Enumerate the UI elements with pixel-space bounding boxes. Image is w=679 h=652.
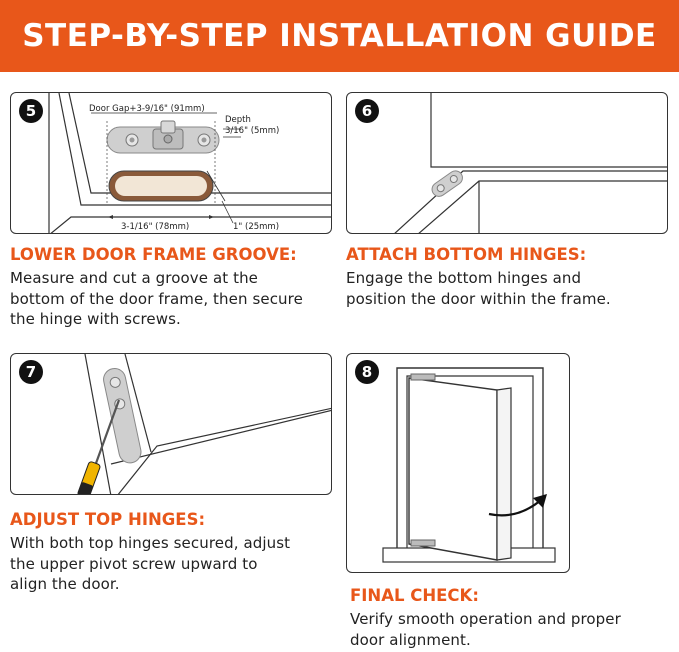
page-title: STEP-BY-STEP INSTALLATION GUIDE <box>22 18 657 54</box>
step-5-description: Measure and cut a groove at the bottom o… <box>10 269 303 328</box>
groove-length-label: 3-1/16" (78mm) <box>121 222 190 232</box>
final-check-diagram <box>382 367 556 563</box>
step-7-description: With both top hinges secured, adjust the… <box>10 534 291 593</box>
header-banner: STEP-BY-STEP INSTALLATION GUIDE <box>0 0 679 72</box>
step-6-badge: 6 <box>355 99 379 123</box>
step-8-illustration: 8 <box>346 353 570 573</box>
depth-value: 3/16" (5mm) <box>225 126 280 136</box>
bottom-hinge-diagram <box>394 93 667 233</box>
step-5-illustration: 5 Door Gap+3-9/16" (91mm) Depth 3/16" (5… <box>10 92 332 234</box>
step-7-title: ADJUST TOP HINGES: <box>10 510 206 529</box>
depth-label: Depth <box>225 115 251 125</box>
groove-diagram <box>48 93 331 233</box>
step-6-illustration: 6 <box>346 92 668 234</box>
door-gap-label: Door Gap+3-9/16" (91mm) <box>89 104 205 114</box>
step-7-illustration: 7 <box>10 353 332 495</box>
step-5-title: LOWER DOOR FRAME GROOVE: <box>10 245 297 264</box>
top-hinge-diagram <box>77 354 331 494</box>
step-6-description: Engage the bottom hinges and position th… <box>346 269 611 308</box>
step-8-badge: 8 <box>355 360 379 384</box>
step-5-badge: 5 <box>19 99 43 123</box>
step-8-title: FINAL CHECK: <box>350 586 479 605</box>
step-7-badge: 7 <box>19 360 43 384</box>
step-6-title: ATTACH BOTTOM HINGES: <box>346 245 587 264</box>
groove-width-label: 1" (25mm) <box>233 222 280 232</box>
step-8-description: Verify smooth operation and proper door … <box>350 610 621 649</box>
